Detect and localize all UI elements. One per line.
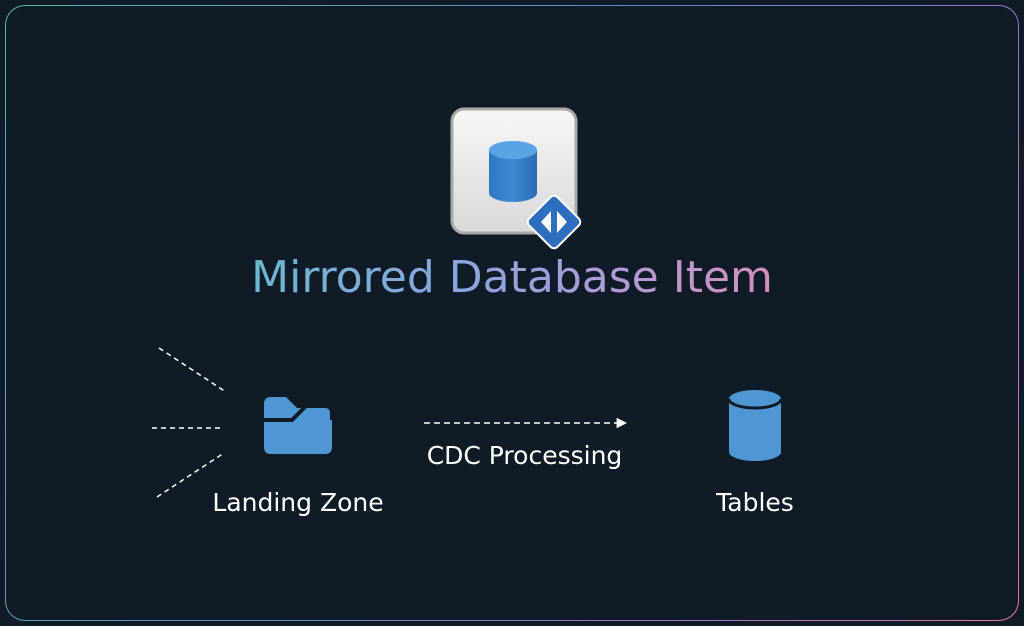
incoming-source-lines: [152, 347, 227, 498]
tables-label: Tables: [716, 488, 794, 517]
diagram-title: Mirrored Database Item: [0, 248, 1024, 308]
database-icon: [727, 390, 783, 461]
source-line-top: [158, 347, 227, 393]
folder-icon: [264, 397, 334, 454]
cdc-processing-label: CDC Processing: [426, 441, 623, 470]
source-line-bottom: [156, 452, 225, 498]
landing-zone-label: Landing Zone: [212, 488, 384, 517]
mirrored-database-icon: [450, 107, 582, 250]
